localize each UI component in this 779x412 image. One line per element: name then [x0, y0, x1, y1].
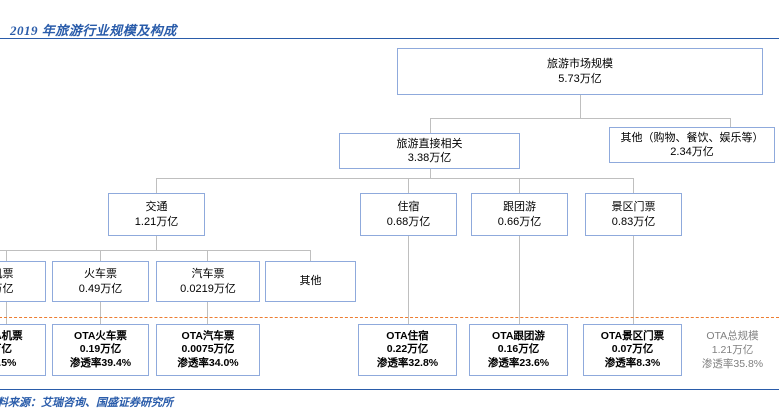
node-value: 0.83万亿 [611, 215, 656, 228]
connector-level2-drop-2 [730, 118, 731, 133]
node-ota-train-tickets[interactable]: OTA火车票 0.19万亿 渗透率39.4% [52, 324, 149, 376]
node-accommodation[interactable]: 住宿 0.68万亿 [360, 193, 457, 236]
node-transport[interactable]: 交通 1.21万亿 [108, 193, 205, 236]
connector-root-stem [580, 95, 581, 118]
connector-level2-drop-1 [430, 118, 431, 133]
node-other-shopping-dining-entertainment[interactable]: 其他（购物、餐饮、娱乐等） 2.34万亿 [609, 127, 775, 163]
node-value: 1.21万亿 [134, 215, 179, 228]
node-value: 0.07万亿 [611, 343, 654, 356]
node-value: 0.49万亿 [78, 282, 123, 295]
node-label: 其他（购物、餐饮、娱乐等） [620, 131, 764, 144]
node-value: 0.66万亿 [497, 215, 542, 228]
node-train-tickets[interactable]: 火车票 0.49万亿 [52, 261, 149, 302]
node-penetration-rate: 渗透率39.4% [69, 356, 132, 369]
source-footnote: 资料来源：艾瑞咨询、国盛证券研究所 [0, 397, 173, 409]
node-value: 0.0075万亿 [181, 343, 235, 356]
connector-level4-drop-4 [310, 250, 311, 262]
node-label: 汽车票 [191, 268, 225, 281]
node-package-tour[interactable]: 跟团游 0.66万亿 [471, 193, 568, 236]
node-value: 0.68万亿 [386, 215, 431, 228]
node-penetration-rate: 渗透率8.3% [604, 356, 661, 369]
summary-label: OTA总规模 [706, 329, 759, 342]
node-ota-package-tour[interactable]: OTA跟团游 0.16万亿 渗透率23.6% [469, 324, 568, 376]
connector-ota-stem-bus [207, 302, 208, 324]
connector-level4-drop-1 [6, 250, 7, 262]
node-value: 2.34万亿 [670, 146, 714, 158]
node-ota-air-tickets[interactable]: OTA机票 万亿 78.5% [0, 324, 46, 376]
connector-level3-drop-4 [633, 178, 634, 193]
node-value: 0.19万亿 [79, 343, 122, 356]
node-penetration-rate: 渗透率23.6% [487, 356, 550, 369]
node-label: OTA住宿 [386, 329, 429, 342]
node-penetration-rate: 渗透率34.0% [177, 356, 239, 369]
node-ota-scenic-tickets[interactable]: OTA景区门票 0.07万亿 渗透率8.3% [583, 324, 682, 376]
connector-ota-stem-tour [519, 236, 520, 324]
connector-level3-bus [156, 178, 633, 179]
summary-penetration-rate: 渗透率35.8% [701, 358, 764, 371]
page-title: 2019 年旅游行业规模及构成 [10, 23, 177, 38]
connector-level4-drop-3 [207, 250, 208, 262]
connector-transport-stem [156, 236, 157, 250]
node-label: 旅游市场规模 [547, 58, 613, 71]
node-label: OTA汽车票 [181, 329, 235, 342]
node-bus-tickets[interactable]: 汽车票 0.0219万亿 [156, 261, 260, 302]
connector-level4-drop-2 [100, 250, 101, 262]
node-value: 万亿 [0, 282, 14, 295]
connector-level3-drop-3 [519, 178, 520, 193]
connector-ota-stem-air [6, 302, 7, 324]
node-value: 0.22万亿 [386, 343, 429, 356]
node-value: 0.16万亿 [497, 343, 540, 356]
node-value: 5.73万亿 [558, 72, 602, 85]
node-label: OTA跟团游 [492, 329, 545, 342]
node-label: 机票 [0, 268, 14, 281]
node-penetration-rate: 渗透率32.8% [376, 356, 439, 369]
node-value: 万亿 [0, 343, 12, 356]
node-value: 3.38万亿 [407, 152, 452, 164]
connector-level4-bus [0, 250, 310, 251]
connector-level3-drop-2 [408, 178, 409, 193]
node-air-tickets[interactable]: 机票 万亿 [0, 261, 46, 302]
footer-divider-rule [0, 389, 779, 390]
node-label: OTA机票 [0, 329, 23, 342]
node-travel-market-size[interactable]: 旅游市场规模 5.73万亿 [397, 48, 763, 95]
ota-total-summary: OTA总规模 1.21万亿 渗透率35.8% [686, 324, 779, 376]
node-label: 旅游直接相关 [396, 137, 463, 150]
connector-ota-stem-train [100, 302, 101, 324]
connector-level3-drop-1 [156, 178, 157, 193]
node-label: OTA火车票 [74, 329, 127, 342]
node-label: 其他 [299, 275, 322, 288]
connector-level2-bus [430, 118, 730, 119]
node-value: 0.0219万亿 [180, 282, 236, 295]
ota-threshold-divider [0, 317, 779, 318]
summary-value: 1.21万亿 [711, 343, 754, 356]
node-label: 住宿 [397, 201, 420, 214]
connector-ota-stem-hotel [408, 236, 409, 324]
node-label: 景区门票 [611, 201, 656, 214]
node-ota-accommodation[interactable]: OTA住宿 0.22万亿 渗透率32.8% [358, 324, 457, 376]
node-transport-other[interactable]: 其他 [265, 261, 356, 302]
title-divider-rule [0, 38, 779, 39]
node-ota-bus-tickets[interactable]: OTA汽车票 0.0075万亿 渗透率34.0% [156, 324, 260, 376]
node-label: OTA景区门票 [600, 329, 665, 342]
node-label: 交通 [145, 201, 168, 214]
connector-direct-stem [430, 163, 431, 178]
node-label: 火车票 [84, 268, 117, 281]
node-travel-direct-related[interactable]: 旅游直接相关 3.38万亿 [339, 133, 520, 169]
node-penetration-rate: 78.5% [0, 356, 17, 369]
node-label: 跟团游 [503, 201, 536, 214]
node-scenic-tickets[interactable]: 景区门票 0.83万亿 [585, 193, 682, 236]
connector-ota-stem-ticket [633, 236, 634, 324]
